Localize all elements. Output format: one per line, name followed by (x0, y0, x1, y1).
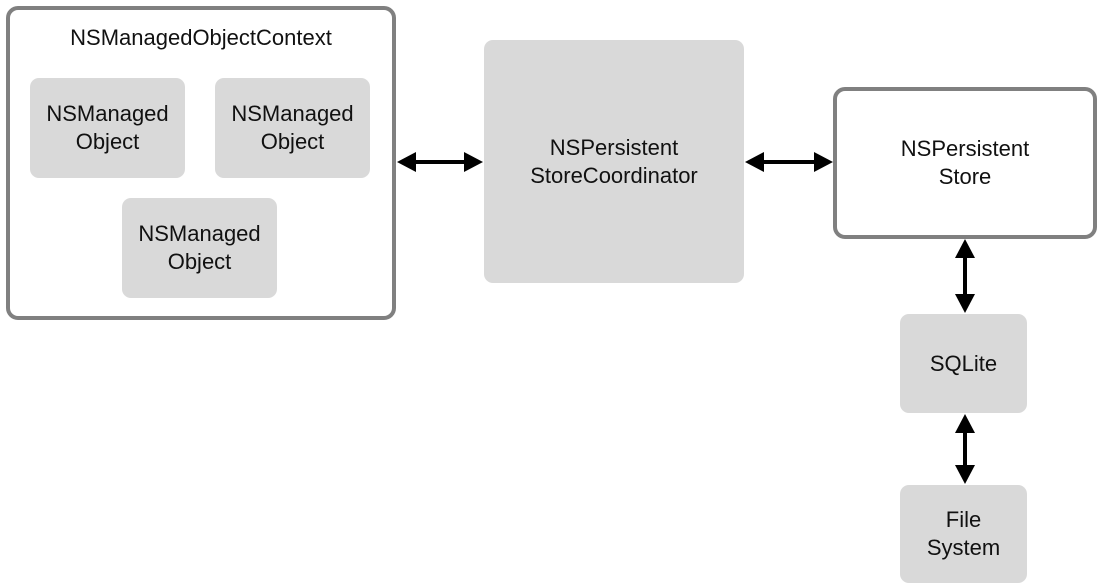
managed-object-context-title: NSManagedObjectContext (70, 25, 332, 50)
arrow-context-coordinator (397, 152, 483, 172)
arrow-store-sqlite (955, 239, 975, 313)
managed-object-box-1: NSManaged Object (30, 78, 185, 178)
managed-object-box-2: NSManaged Object (215, 78, 370, 178)
sqlite-box: SQLite (900, 314, 1027, 413)
managed-object-label-1: NSManaged Object (46, 101, 169, 154)
managed-object-box-3: NSManaged Object (122, 198, 277, 298)
persistent-store-box: NSPersistent Store (833, 87, 1097, 239)
arrow-sqlite-filesystem (955, 414, 975, 484)
file-system-label: File System (926, 507, 1001, 560)
managed-object-label-3: NSManaged Object (138, 221, 261, 274)
sqlite-label: SQLite (929, 350, 998, 376)
managed-object-label-2: NSManaged Object (231, 101, 354, 154)
file-system-box: File System (900, 485, 1027, 583)
persistent-store-label: NSPersistent Store (900, 136, 1030, 189)
persistent-store-coordinator-box: NSPersistent StoreCoordinator (484, 40, 744, 283)
arrow-coordinator-store (745, 152, 833, 172)
persistent-store-coordinator-label: NSPersistent StoreCoordinator (530, 134, 698, 188)
managed-object-context-box: NSManagedObjectContext NSManaged Object … (6, 6, 396, 320)
